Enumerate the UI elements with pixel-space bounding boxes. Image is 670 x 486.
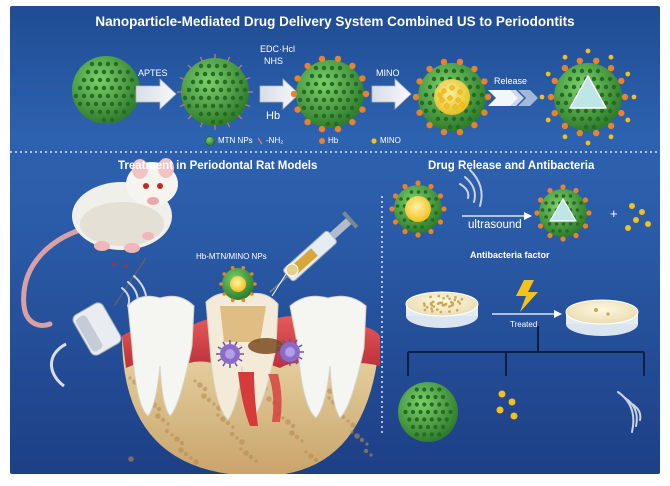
antibacteria-factor-label: Antibacteria factor — [470, 250, 550, 260]
legend-label-nh2: -NH₂ — [266, 136, 284, 145]
lightning-icon — [516, 280, 538, 312]
release-arrow — [488, 90, 538, 106]
np-label: Hb-MTN/MINO NPs — [196, 252, 267, 261]
legend-mino-marker — [371, 138, 377, 144]
step-label-mino: MINO — [376, 68, 400, 78]
step-label-edc: EDC·Hcl — [260, 44, 295, 54]
periodontal-tissue — [122, 292, 380, 474]
legend-hb-marker — [319, 138, 325, 144]
left-section-title: Treatment in Periodontal Rat Models — [118, 160, 318, 172]
ultrasound-probe — [50, 257, 147, 388]
np-injected — [219, 266, 257, 303]
syringe-pointer — [271, 273, 287, 297]
step-label-hb: Hb — [266, 110, 281, 122]
plus-sign: + — [610, 206, 618, 221]
legend-mtn-marker — [205, 136, 215, 146]
figure-artwork — [10, 48, 660, 474]
right-section-title: Drug Release and Antibacteria — [428, 160, 595, 172]
treated-label: Treated — [510, 320, 538, 329]
ultrasound-waves-right — [459, 169, 483, 207]
arrow-edc — [259, 78, 300, 110]
np-hb — [290, 55, 370, 133]
bacteria-cells — [216, 338, 304, 368]
figure-title: Nanoparticle-Mediated Drug Delivery Syst… — [95, 14, 575, 29]
step-label-nhs: NHS — [264, 56, 284, 66]
syringe — [269, 211, 359, 293]
arrow-aptes — [135, 78, 177, 110]
rat-tail — [21, 223, 97, 328]
legend-label-hb: Hb — [328, 136, 339, 145]
released-mino — [625, 203, 651, 231]
legend-nh2-marker — [257, 137, 263, 145]
np-aminated — [177, 54, 253, 130]
petri-dish-after — [565, 299, 639, 336]
np-plain — [72, 56, 140, 124]
factor-mino — [496, 390, 518, 420]
np-loaded — [412, 58, 492, 136]
rat-illustration — [72, 158, 178, 268]
factor-ultrasound-icon — [617, 391, 642, 433]
np-released — [539, 48, 637, 146]
legend-label-mtn: MTN NPs — [218, 136, 253, 145]
petri-dish-before — [405, 291, 479, 328]
figure-frame: Nanoparticle-Mediated Drug Delivery Syst… — [10, 6, 660, 474]
factor-np — [398, 382, 458, 442]
np-after-ultrasound — [534, 184, 592, 242]
treated-arrow-head — [554, 310, 562, 318]
np-before-ultrasound — [389, 180, 447, 238]
ultrasound-label: ultrasound — [468, 219, 522, 231]
ultrasound-arrow-head — [524, 212, 532, 220]
syringe-zoom-dot — [285, 263, 299, 277]
legend-label-mino: MINO — [380, 136, 401, 145]
step-label-release: Release — [494, 76, 528, 86]
step-label-aptes: APTES — [138, 68, 168, 78]
arrow-mino — [371, 78, 412, 110]
factor-bracket — [407, 326, 645, 376]
